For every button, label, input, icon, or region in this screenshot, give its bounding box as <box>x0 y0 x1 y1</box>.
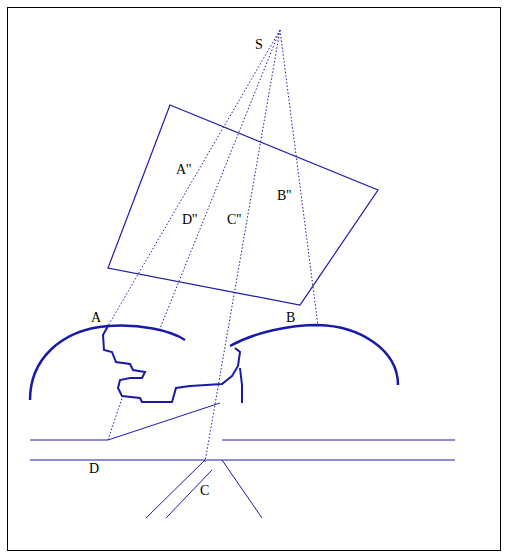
image-point-label: D'' <box>182 213 197 227</box>
image-plane <box>108 105 378 305</box>
surface-arcs <box>30 325 398 400</box>
point-label: A <box>91 311 101 325</box>
object-outline <box>103 326 242 403</box>
frame <box>8 8 501 551</box>
image-point-label: C'' <box>227 213 241 227</box>
point-label: S <box>255 38 263 52</box>
image-point-label: B'' <box>277 189 291 203</box>
point-label: C <box>200 484 209 498</box>
point-label: B <box>286 311 295 325</box>
point-label: D <box>89 462 99 476</box>
ground-lines <box>30 403 455 518</box>
image-point-label: A'' <box>176 163 191 177</box>
